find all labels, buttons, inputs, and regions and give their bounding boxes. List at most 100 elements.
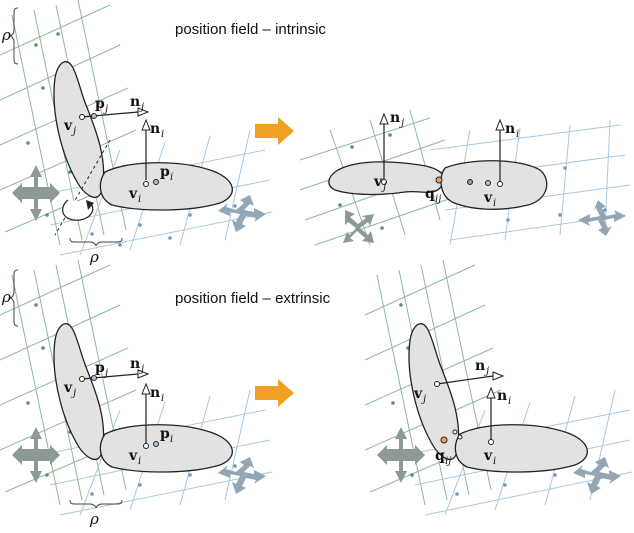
svg-text:j: j	[71, 126, 76, 137]
title-extrinsic: position field – extrinsic	[175, 290, 331, 307]
patch-j-bottom-left	[53, 323, 105, 461]
svg-text:i: i	[161, 129, 164, 140]
svg-text:i: i	[170, 434, 173, 445]
svg-text:j: j	[421, 394, 426, 405]
rho-label-horizontal: ρ	[89, 248, 99, 266]
rho-brace-horizontal	[69, 237, 123, 247]
point-p-i-bottom-right	[457, 434, 463, 440]
patch-j	[53, 61, 105, 199]
label-n-i-bottom-right: n	[497, 388, 507, 404]
title-intrinsic: position field – intrinsic	[175, 21, 326, 38]
point-q-ij-bottom	[440, 436, 448, 444]
panel-bottom-left: v j p j n j n i p i v i ρ ρ	[0, 259, 273, 528]
label-v-j-bottom-right: v	[413, 386, 423, 402]
panel-bottom-right: n j n i v j q ij v i	[364, 259, 633, 516]
label-n-i: n	[150, 121, 160, 137]
normal-i-head-bottom-right-icon	[486, 386, 496, 399]
normal-j-head-rotated-icon	[379, 112, 389, 125]
translate-arrows-top-right-blue-icon	[578, 200, 626, 236]
point-p-j-bottom-left	[91, 375, 97, 381]
svg-text:i: i	[493, 198, 496, 209]
point-p-j	[91, 113, 97, 119]
point-q-ij	[435, 176, 443, 184]
label-v-i: v	[128, 186, 138, 202]
vertex-v-i	[143, 181, 149, 187]
rho-brace-vertical	[9, 7, 19, 65]
translate-arrows-vertical-bottom-left-icon	[12, 427, 60, 483]
rho-label-vertical-bottom: ρ	[1, 288, 11, 306]
transition-arrow-bottom	[255, 379, 294, 407]
label-q-ij-bottom-right: q	[435, 448, 445, 464]
label-n-i-right: n	[505, 121, 515, 137]
svg-text:i: i	[138, 456, 141, 467]
label-q-ij-right: q	[425, 186, 435, 202]
point-p-i-bottom-left	[153, 441, 159, 447]
svg-text:i: i	[516, 129, 519, 140]
label-n-j-right: n	[390, 110, 400, 126]
svg-text:j: j	[103, 368, 108, 379]
normal-i-head-icon	[141, 118, 151, 131]
vertex-v-j-bottom-right	[434, 381, 440, 387]
patch-j-bottom-right	[408, 323, 460, 461]
label-n-i-bottom-left: n	[150, 385, 160, 401]
normal-j-head-bottom-right-icon	[492, 371, 505, 381]
grid-nodes-blue-top-left	[90, 204, 237, 247]
label-v-i-bottom-left: v	[128, 448, 138, 464]
vertex-v-i-bottom-right	[488, 439, 494, 445]
svg-text:ij: ij	[445, 456, 451, 467]
normal-j-shaft-bottom-right	[436, 375, 494, 385]
translate-arrows-horizontal-left-icon	[218, 195, 266, 232]
translate-arrows-horizontal-bottom-left-icon	[218, 457, 266, 494]
rotation-arrowhead-icon	[86, 200, 94, 210]
label-n-j: n	[130, 94, 140, 110]
patch-i-right	[440, 160, 548, 210]
label-p-j: p	[95, 96, 105, 112]
svg-text:j: j	[71, 388, 76, 399]
rho-label-vertical: ρ	[1, 26, 11, 44]
normal-i-head-right-icon	[495, 118, 505, 131]
translate-arrows-vertical-bottom-right-icon	[377, 427, 425, 483]
patch-i-bottom-right	[454, 424, 588, 473]
panel-top-right: n j n i v j q ij v i	[299, 109, 631, 246]
svg-text:i: i	[493, 456, 496, 467]
svg-text:i: i	[138, 194, 141, 205]
label-v-j: v	[63, 118, 73, 134]
point-p-j-bottom-right	[452, 429, 458, 435]
grid-nodes-top-left	[26, 32, 72, 217]
svg-text:ij: ij	[435, 194, 441, 205]
point-p-merge	[467, 179, 473, 185]
rho-brace-vertical-bottom	[9, 269, 19, 327]
vertex-v-j	[79, 114, 85, 120]
rotation-axis	[54, 139, 111, 236]
point-p-i-right	[485, 180, 491, 186]
svg-text:j: j	[103, 104, 108, 115]
label-v-j-bottom-left: v	[63, 380, 73, 396]
grid-nodes-blue-bottom-left	[90, 464, 237, 496]
rotation-icon	[62, 199, 94, 221]
patch-i-bottom-left	[99, 424, 233, 473]
rho-label-horizontal-bottom: ρ	[89, 510, 99, 528]
label-v-i-right: v	[483, 190, 493, 206]
label-n-j-bottom-right: n	[475, 358, 485, 374]
patch-j-rotated	[328, 161, 445, 196]
svg-text:j: j	[139, 364, 144, 375]
vertex-v-i-bottom-left	[143, 443, 149, 449]
label-v-i-bottom-right: v	[483, 448, 493, 464]
vertex-v-j-right	[381, 179, 387, 185]
label-n-j-bottom-left: n	[130, 356, 140, 372]
label-p-i: p	[160, 164, 170, 180]
point-p-i	[153, 179, 159, 185]
svg-text:j: j	[139, 102, 144, 113]
normal-j-head-icon	[137, 107, 150, 117]
label-v-j-right: v	[373, 174, 383, 190]
panel-top-left: v j p j n j n i p i v i ρ ρ	[0, 0, 273, 266]
label-p-j-bottom-left: p	[95, 360, 105, 376]
svg-text:i: i	[170, 172, 173, 183]
svg-text:j: j	[484, 366, 489, 377]
vertex-v-j-bottom-left	[79, 376, 85, 382]
label-p-i-bottom-left: p	[160, 426, 170, 442]
svg-text:i: i	[161, 393, 164, 404]
transition-arrow-top	[255, 117, 294, 145]
